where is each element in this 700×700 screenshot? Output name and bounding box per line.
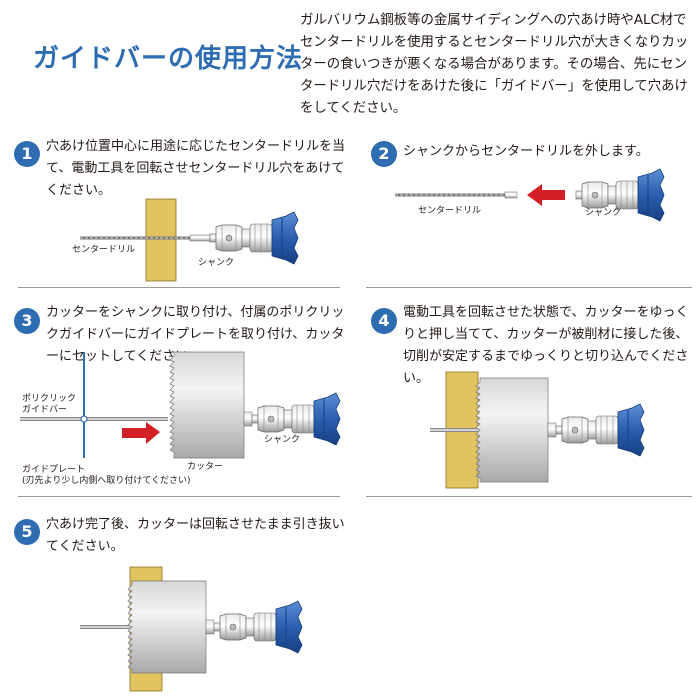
arrow-right-icon (122, 422, 160, 444)
workpiece (145, 198, 177, 282)
divider (18, 496, 340, 497)
divider (366, 287, 692, 288)
step-3-label-guide-plate-1: ガイドプレート (22, 465, 86, 475)
step-3-label-guide-plate-2: (刃先より少し内側へ取り付けてください) (22, 476, 191, 486)
step-3-label-guide-bar-2: ガイドバー (22, 405, 68, 415)
step-3-label-shank: シャンク (264, 435, 301, 445)
step-3-label-guide-bar-1: ポリクリック (22, 394, 77, 404)
step-5-illustration (80, 566, 303, 692)
cutter (475, 377, 549, 483)
step-3-badge: 3 (14, 308, 40, 334)
step-2-illustration (395, 168, 665, 222)
cutter (169, 351, 245, 459)
intro-text: ガルバリウム鋼板等の金属サイディングへの穴あけ時やALC材でセンタードリルを使用… (300, 13, 689, 116)
step-2-badge: 2 (371, 141, 397, 167)
arrow-left-icon (527, 184, 565, 206)
step-1-label-center-drill: センタードリル (72, 245, 136, 255)
step-2-text: シャンクからセンタードリルを外します。 (403, 144, 649, 159)
step-1-text: 穴あけ位置中心に用途に応じたセンタードリルを当て、電動工具を回転させセンタードリ… (46, 139, 346, 198)
divider (366, 496, 692, 497)
step-4-text: 電動工具を回転させた状態で、カッターをゆっくりと押し当てて、カッターが被削材に接… (403, 305, 689, 386)
step-3-label-cutter: カッター (187, 462, 224, 472)
step-1-label-shank: シャンク (198, 258, 235, 268)
step-1-badge: 1 (14, 141, 40, 167)
step-5-text: 穴あけ完了後、カッターは回転させたまま引き抜いてください。 (46, 517, 345, 554)
cutter (127, 580, 207, 674)
page-title: ガイドバーの使用方法 (33, 44, 304, 74)
step-2-label-center-drill: センタードリル (418, 206, 482, 216)
step-3-illustration (20, 351, 341, 459)
step-1-illustration (80, 198, 299, 282)
divider (18, 287, 340, 288)
step-5-badge: 5 (14, 519, 40, 545)
step-4-badge: 4 (371, 308, 397, 334)
step-2-label-shank: シャンク (585, 208, 622, 218)
step-4-illustration (430, 371, 645, 489)
